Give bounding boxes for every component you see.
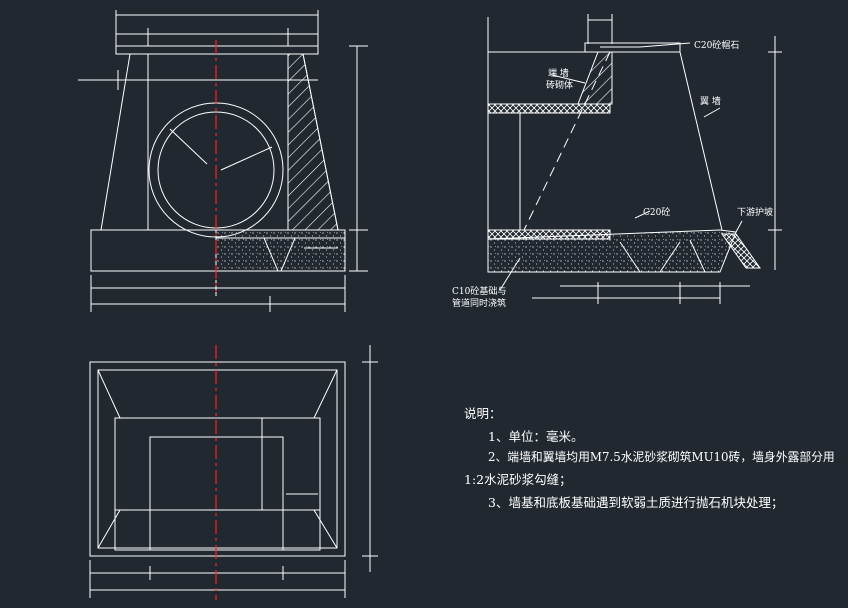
- plan-view: [89, 345, 378, 598]
- notes-title: 说明：: [464, 406, 502, 421]
- label-end-wall-1: 端 墙: [548, 69, 569, 79]
- notes-item-3: 3、墙基和底板基础遇到软弱土质进行抛石机块处理；: [488, 495, 784, 510]
- label-cap-stone: C20砼帽石: [694, 41, 740, 51]
- label-c20-concrete: C20砼: [643, 208, 671, 218]
- label-downstream-slope: 下游护坡: [737, 208, 774, 218]
- notes-item-2b: 1:2水泥砂浆勾缝；: [464, 472, 572, 487]
- notes-item-1: 1、单位：毫米。: [488, 429, 584, 444]
- front-elevation-view: [78, 10, 368, 312]
- label-c10-foundation-2: 管道同时浇筑: [452, 299, 507, 309]
- label-end-wall-2: 砖砌体: [546, 81, 574, 91]
- label-wing-wall: 翼 墙: [700, 97, 721, 107]
- notes-item-2a: 2、端墙和翼墙均用M7.5水泥砂浆砌筑MU10砖，墙身外露部分用: [488, 450, 835, 464]
- label-c10-foundation-1: C10砼基础与: [452, 287, 507, 297]
- side-section-view: [487, 14, 782, 304]
